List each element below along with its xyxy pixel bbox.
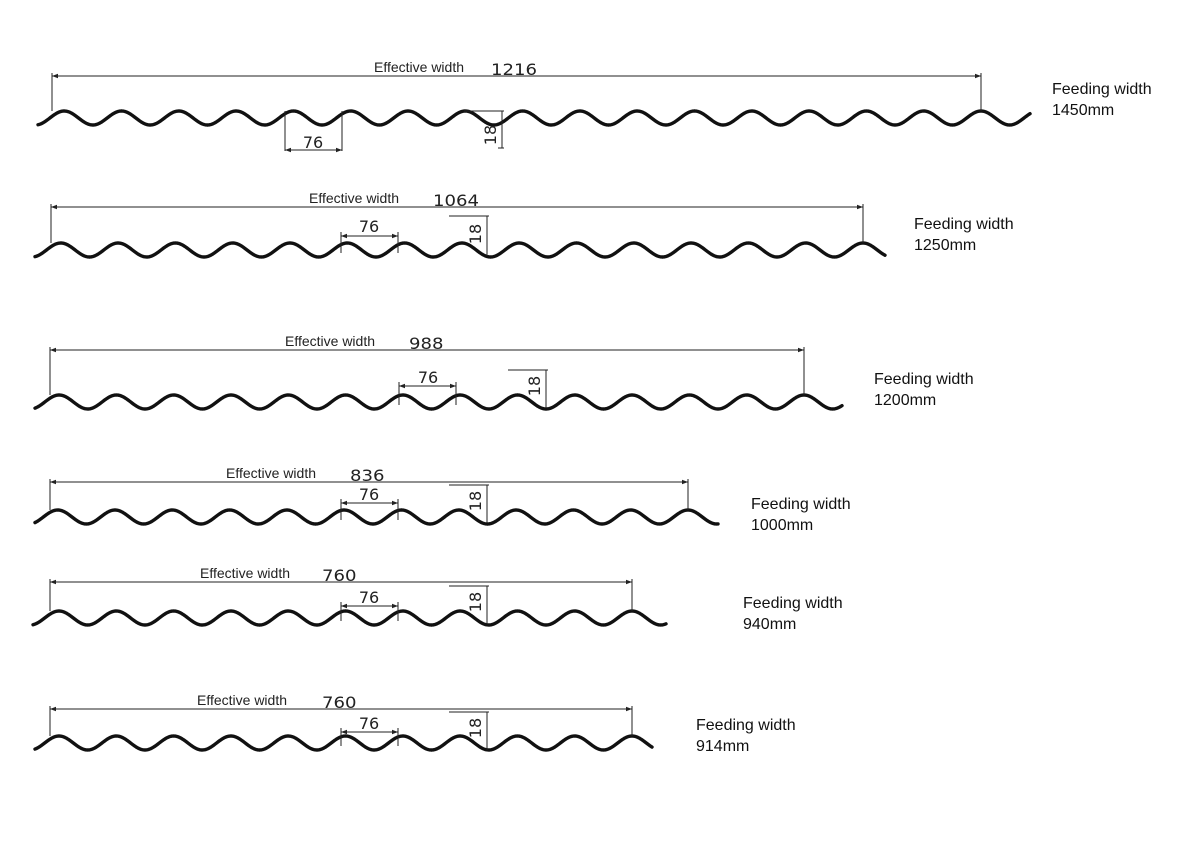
corrugated-profile-line: [33, 508, 720, 526]
corrugated-profile-line: [33, 393, 844, 411]
corrugated-profile-line: [33, 241, 887, 259]
effective-width-label: Effective width: [374, 59, 464, 75]
feeding-width-5: Feeding width 940mm: [743, 593, 843, 635]
corrugated-profile-line: [31, 609, 668, 627]
profile-1: Effective width 1216 76 18: [36, 59, 1032, 153]
corrugated-profile-line: [33, 734, 654, 752]
effective-width-arrow-right: [857, 204, 863, 210]
height-value: 18: [466, 224, 485, 244]
height-value: 18: [466, 491, 485, 511]
effective-width-arrow-left: [50, 706, 56, 712]
feeding-width-label: Feeding width: [751, 496, 851, 513]
pitch-value: 76: [359, 217, 379, 236]
feeding-width-value: 914mm: [696, 738, 750, 755]
pitch-arrow-left: [285, 147, 291, 153]
profile-3: Effective width 988 76 18: [33, 333, 844, 411]
pitch-value: 76: [359, 485, 379, 504]
feeding-width-label: Feeding width: [914, 216, 1014, 233]
effective-width-arrow-left: [50, 479, 56, 485]
effective-width-value: 836: [350, 466, 385, 485]
effective-width-arrow-right: [626, 579, 632, 585]
feeding-width-label: Feeding width: [743, 595, 843, 612]
feeding-width-3: Feeding width 1200mm: [874, 369, 974, 411]
effective-width-arrow-right: [975, 73, 981, 79]
effective-width-arrow-right: [798, 347, 804, 353]
profile-2: Effective width 1064 76 18: [33, 190, 887, 259]
pitch-arrow-right: [450, 383, 456, 389]
feeding-width-label: Feeding width: [1052, 81, 1152, 98]
pitch-value: 76: [303, 133, 323, 152]
feeding-width-label: Feeding width: [696, 717, 796, 734]
feeding-width-4: Feeding width 1000mm: [751, 494, 851, 536]
effective-width-label: Effective width: [285, 333, 375, 349]
height-value: 18: [481, 125, 500, 145]
pitch-arrow-right: [336, 147, 342, 153]
pitch-arrow-right: [392, 500, 398, 506]
feeding-width-label: Feeding width: [874, 371, 974, 388]
effective-width-value: 1216: [491, 60, 537, 79]
feeding-width-value: 1000mm: [751, 517, 814, 534]
effective-width-value: 760: [322, 566, 357, 585]
effective-width-arrow-right: [682, 479, 688, 485]
pitch-arrow-left: [341, 500, 347, 506]
effective-width-arrow-left: [50, 347, 56, 353]
feeding-width-6: Feeding width 914mm: [696, 715, 796, 757]
pitch-arrow-right: [392, 603, 398, 609]
corrugated-profile-line: [36, 109, 1032, 127]
pitch-value: 76: [418, 368, 438, 387]
height-value: 18: [466, 592, 485, 612]
effective-width-arrow-right: [626, 706, 632, 712]
pitch-value: 76: [359, 714, 379, 733]
height-value: 18: [466, 718, 485, 738]
effective-width-label: Effective width: [200, 565, 290, 581]
pitch-arrow-left: [399, 383, 405, 389]
effective-width-label: Effective width: [309, 190, 399, 206]
pitch-arrow-left: [341, 729, 347, 735]
effective-width-label: Effective width: [197, 692, 287, 708]
pitch-arrow-left: [341, 233, 347, 239]
feeding-width-value: 1200mm: [874, 392, 937, 409]
effective-width-arrow-left: [52, 73, 58, 79]
effective-width-value: 988: [409, 334, 444, 353]
effective-width-arrow-left: [50, 579, 56, 585]
pitch-arrow-right: [392, 729, 398, 735]
effective-width-value: 760: [322, 693, 357, 712]
effective-width-label: Effective width: [226, 465, 316, 481]
pitch-value: 76: [359, 588, 379, 607]
feeding-width-value: 1250mm: [914, 237, 977, 254]
feeding-width-2: Feeding width 1250mm: [914, 214, 1014, 256]
feeding-width-value: 1450mm: [1052, 102, 1115, 119]
effective-width-value: 1064: [433, 191, 479, 210]
feeding-width-1: Feeding width 1450mm: [1052, 79, 1152, 121]
pitch-arrow-right: [392, 233, 398, 239]
effective-width-arrow-left: [51, 204, 57, 210]
feeding-width-value: 940mm: [743, 616, 797, 633]
height-value: 18: [525, 376, 544, 396]
pitch-arrow-left: [341, 603, 347, 609]
